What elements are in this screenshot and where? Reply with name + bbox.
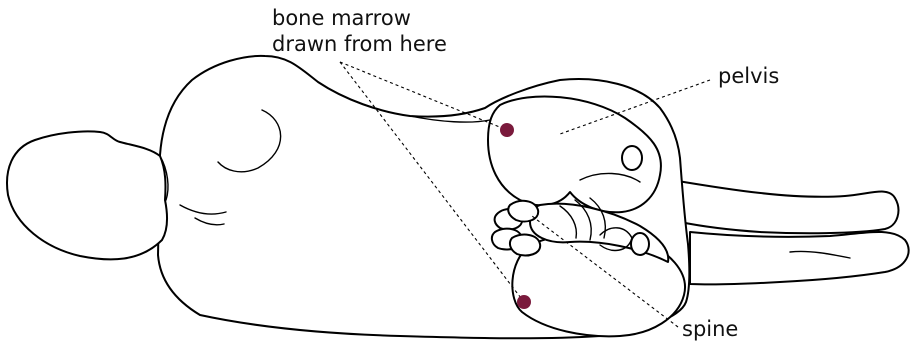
vertebra-3 bbox=[508, 201, 538, 222]
lower-foramen bbox=[631, 233, 649, 255]
bone-marrow-label-line1: bone marrow bbox=[272, 6, 411, 30]
bone-marrow-site-upper bbox=[500, 123, 514, 137]
upper-leg bbox=[672, 180, 898, 233]
spine-label: spine bbox=[682, 317, 738, 341]
lower-leg bbox=[690, 232, 909, 284]
head-outline bbox=[7, 131, 167, 259]
pelvis-label: pelvis bbox=[718, 64, 779, 88]
legs bbox=[672, 180, 909, 284]
vertebra-4 bbox=[510, 235, 540, 256]
bone-marrow-label-line2: drawn from here bbox=[272, 32, 447, 56]
bone-marrow-site-lower bbox=[517, 295, 531, 309]
obturator-foramen bbox=[622, 146, 642, 170]
